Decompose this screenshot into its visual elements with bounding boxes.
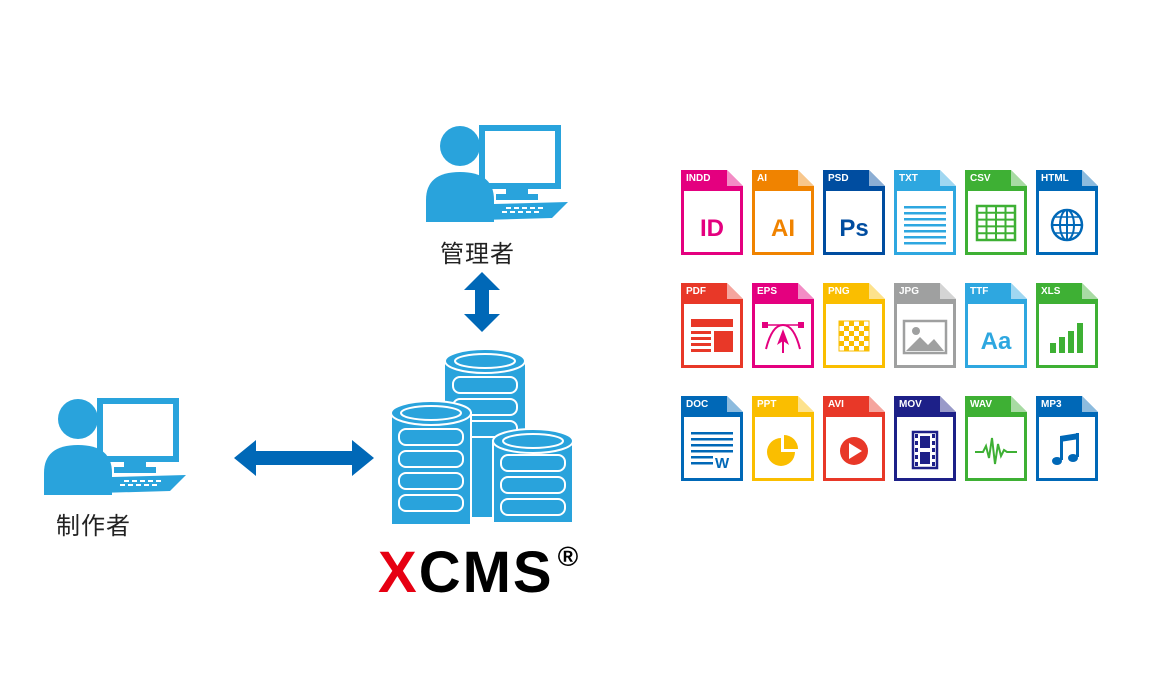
file-icon-pdf: PDF <box>681 283 743 368</box>
file-icon-xls: XLS <box>1036 283 1098 368</box>
file-ext-label: HTML <box>1041 173 1069 184</box>
file-icon-html: HTML <box>1036 170 1098 255</box>
horizontal-double-arrow-icon <box>234 440 374 476</box>
file-icon-indd: ID INDD <box>681 170 743 255</box>
file-ext-label: CSV <box>970 173 991 184</box>
file-ext-label: DOC <box>686 399 709 410</box>
file-icon-mov: MOV <box>894 396 956 481</box>
file-icon-jpg: JPG <box>894 283 956 368</box>
file-icon-avi: AVI <box>823 396 885 481</box>
svg-text:W: W <box>715 455 730 472</box>
file-icon-mp3: MP3 <box>1036 396 1098 481</box>
file-icon-eps: EPS <box>752 283 814 368</box>
database-stack-icon <box>390 348 574 525</box>
file-icon-doc: W DOC <box>681 396 743 481</box>
file-icon-ttf: Aa TTF <box>965 283 1027 368</box>
admin-label: 管理者 <box>440 240 515 268</box>
admin-user-computer-icon <box>426 125 568 222</box>
file-ext-label: PDF <box>686 286 706 297</box>
file-ext-label: TXT <box>899 173 918 184</box>
registered-mark: ® <box>557 541 581 572</box>
file-ext-label: PSD <box>828 173 849 184</box>
file-ext-label: XLS <box>1041 286 1061 297</box>
file-ext-label: PNG <box>828 286 850 297</box>
file-ext-label: WAV <box>970 399 993 410</box>
file-ext-label: MP3 <box>1041 399 1062 410</box>
file-icon-png: PNG <box>823 283 885 368</box>
logo-cms: CMS <box>418 540 554 605</box>
creator-label: 制作者 <box>56 512 131 540</box>
svg-text:AI: AI <box>771 215 795 242</box>
file-ext-label: JPG <box>899 286 920 297</box>
file-ext-label: TTF <box>970 286 989 297</box>
file-ext-label: INDD <box>686 173 711 184</box>
file-icon-ai: AI AI <box>752 170 814 255</box>
file-icon-csv: CSV <box>965 170 1027 255</box>
file-icon-wav: WAV <box>965 396 1027 481</box>
file-icon-txt: TXT <box>894 170 956 255</box>
file-icon-psd: Ps PSD <box>823 170 885 255</box>
xcms-logo: XCMS® <box>378 528 580 602</box>
file-icon-ppt: PPT <box>752 396 814 481</box>
file-ext-label: AI <box>757 173 767 184</box>
file-ext-label: PPT <box>757 399 777 410</box>
svg-text:Ps: Ps <box>839 215 868 242</box>
creator-user-computer-icon <box>44 398 186 495</box>
vertical-double-arrow-icon <box>464 272 500 332</box>
file-ext-label: AVI <box>828 399 844 410</box>
svg-text:Aa: Aa <box>981 328 1012 355</box>
file-ext-label: MOV <box>899 399 922 410</box>
logo-x: X <box>378 540 419 605</box>
file-ext-label: EPS <box>757 286 778 297</box>
svg-text:ID: ID <box>700 215 724 242</box>
